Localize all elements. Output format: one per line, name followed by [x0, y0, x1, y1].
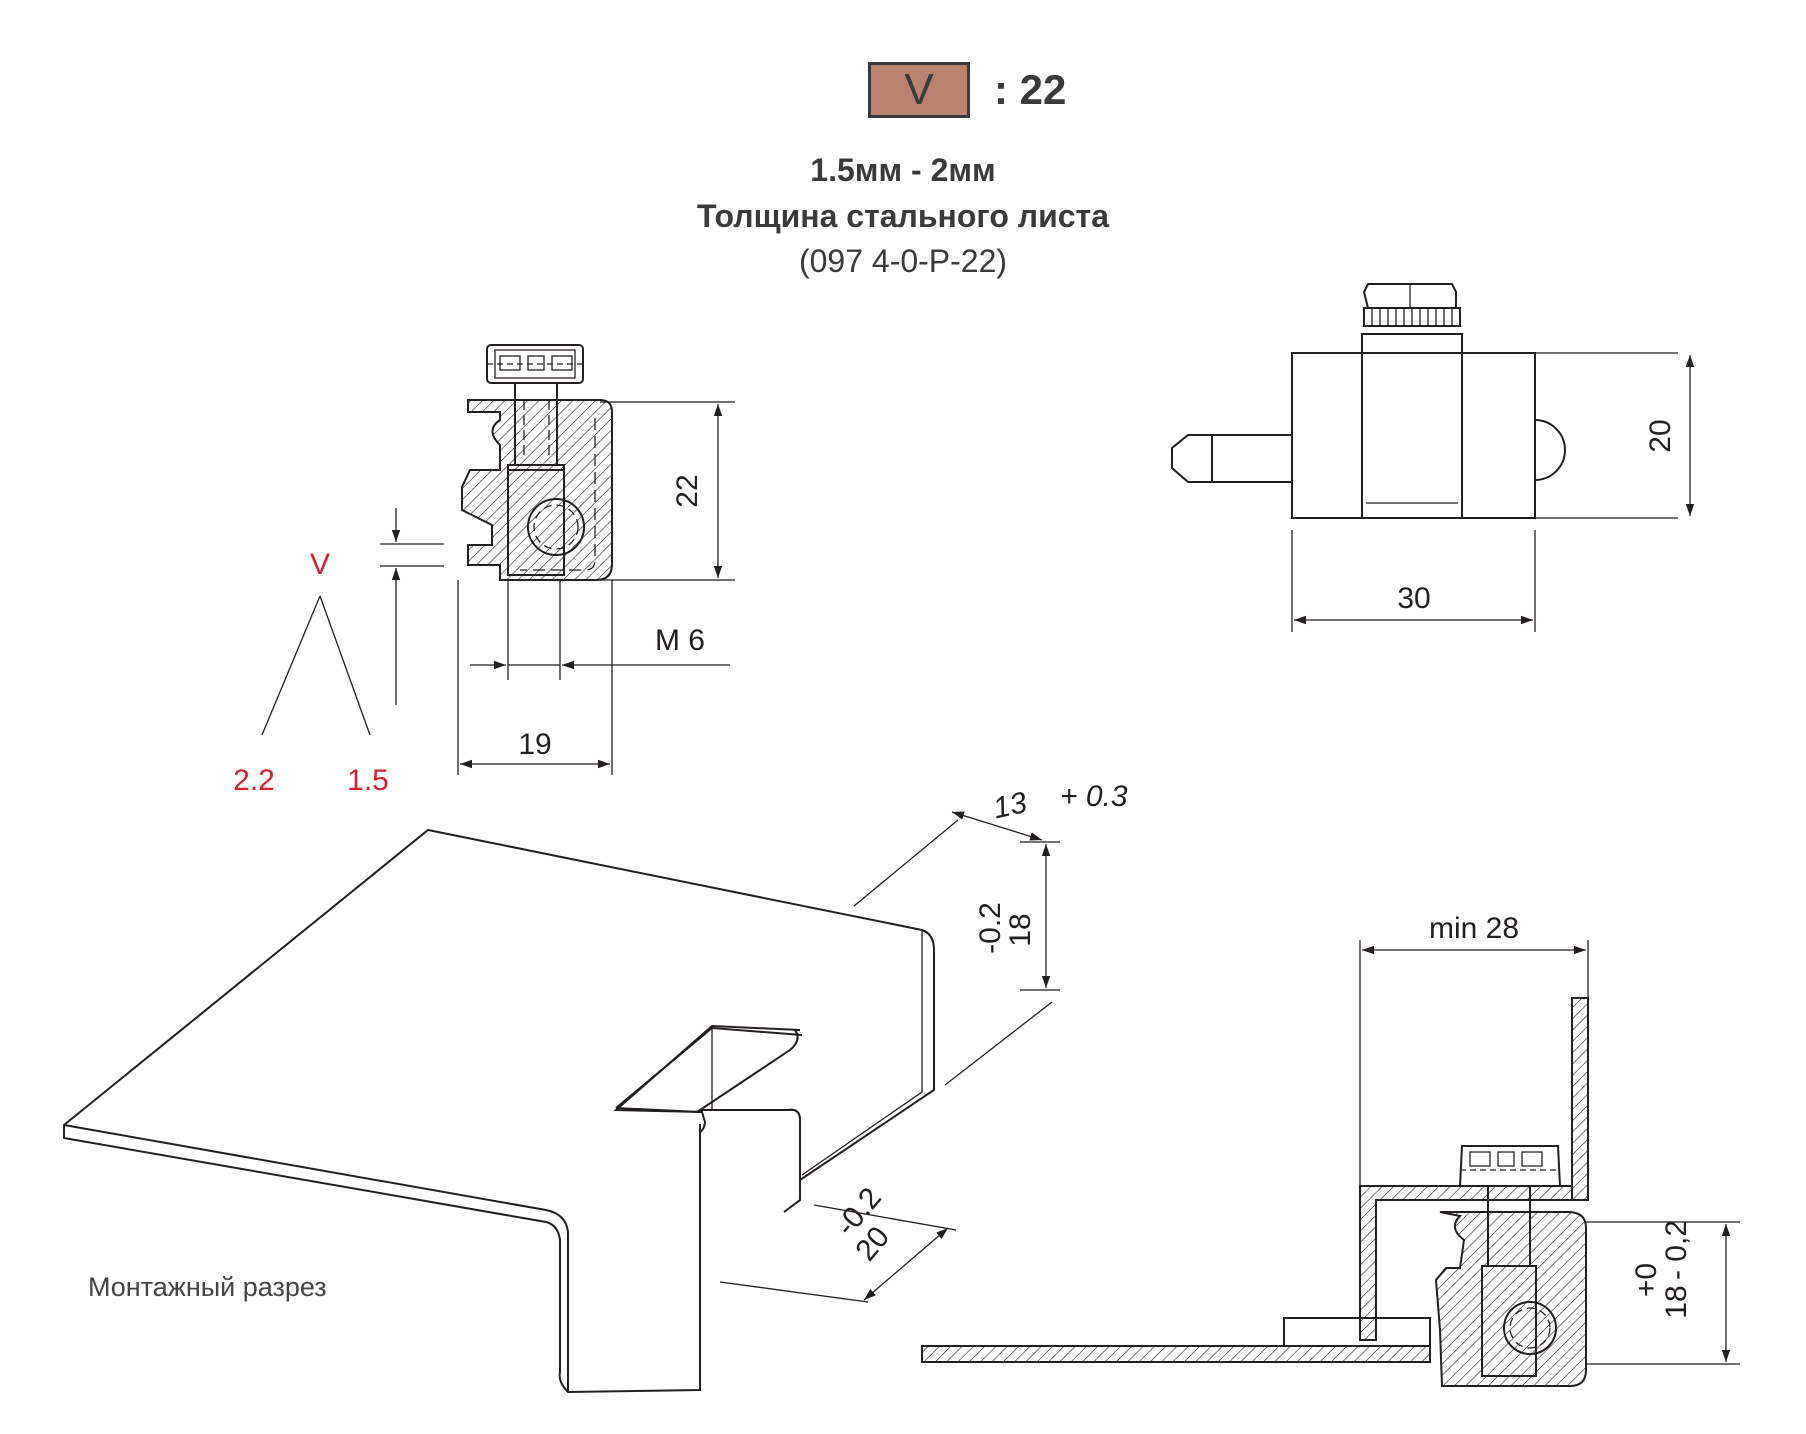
mounting-section-caption: Монтажный разрез [88, 1272, 327, 1302]
install-tol-lower: - 0,2 [1660, 1220, 1693, 1280]
dim-front-width: 19 [457, 580, 613, 775]
mounting-section: min 28 18 +0 - 0,2 [921, 912, 1740, 1387]
thickness-range: 1.5мм - 2мм [810, 152, 996, 188]
front-view [461, 344, 613, 581]
v-left-label: 2.2 [233, 764, 275, 797]
v-label: V [310, 548, 330, 581]
cut-depth-label: 18 [1004, 913, 1037, 946]
front-height-label: 22 [671, 474, 704, 507]
side-height-label: 20 [1644, 419, 1677, 452]
scale-ratio: : 22 [994, 66, 1067, 113]
install-tol-upper: +0 [1630, 1263, 1663, 1297]
v-right-label: 1.5 [347, 764, 389, 797]
side-view: 20 30 [1171, 283, 1695, 632]
dim-front-height: 22 [600, 401, 735, 581]
part-number: (097 4-0-P-22) [798, 243, 1008, 279]
min-gap-label: min 28 [1429, 912, 1519, 945]
thread-label: M 6 [655, 624, 705, 657]
cut-width-tol: + 0.3 [1060, 780, 1128, 813]
dim-thread: M 6 [470, 580, 730, 680]
thickness-label: Толщина стального листа [696, 198, 1110, 234]
sheet-isometric: 13 + 0.3 18 -0.2 20 -0.2 [63, 780, 1128, 1394]
badge-letter: V [904, 65, 934, 114]
screw-head [486, 344, 584, 384]
front-width-label: 19 [518, 728, 551, 761]
cut-depth-tol: -0.2 [974, 902, 1007, 954]
dim-v-thickness: V 2.2 1.5 [233, 508, 444, 797]
cut-width-label: 13 [990, 786, 1030, 825]
side-width-label: 30 [1397, 582, 1430, 615]
install-height-label: 18 [1660, 1285, 1693, 1318]
type-badge: V [868, 62, 970, 118]
